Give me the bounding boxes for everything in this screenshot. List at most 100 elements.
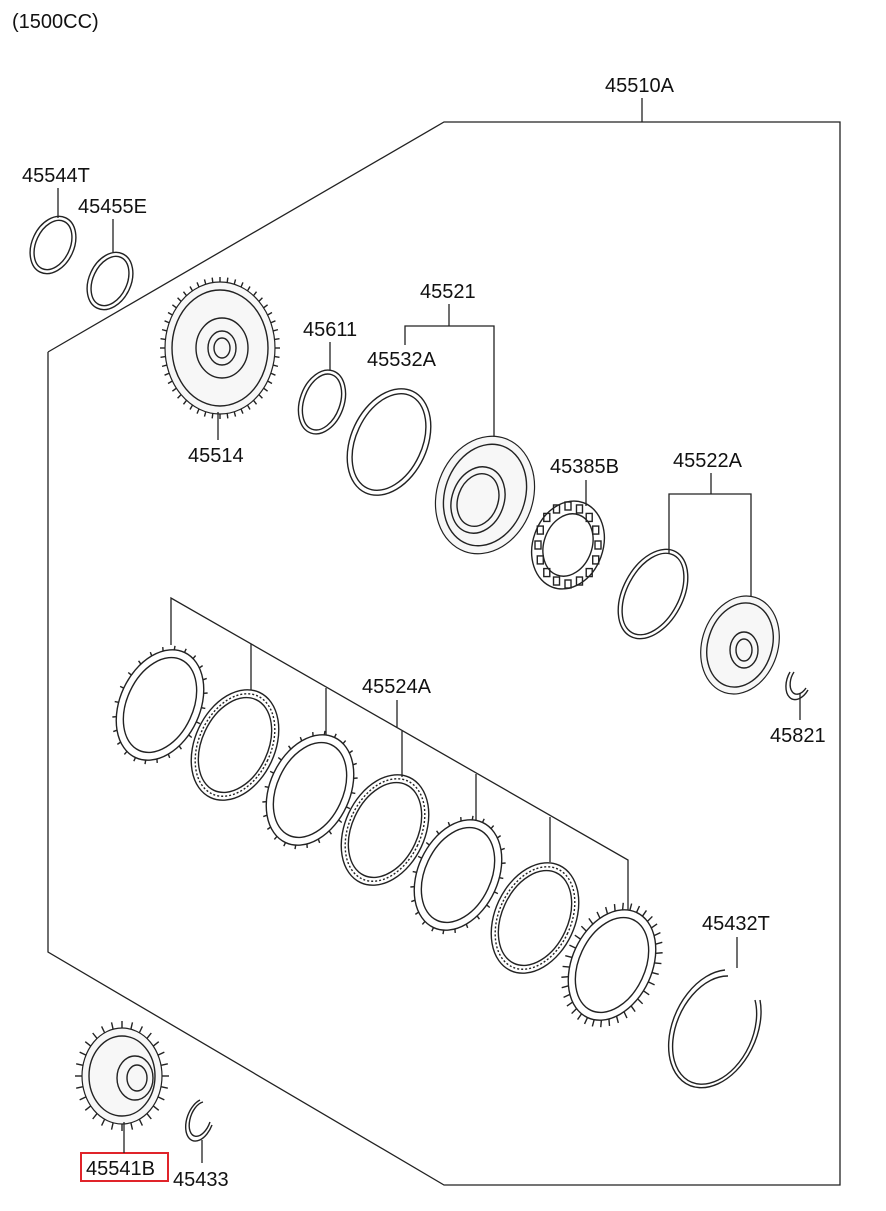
snap-ring-45432T	[667, 969, 762, 1089]
clutch-pack-45524A	[112, 645, 663, 1028]
disc-tooth	[630, 1005, 636, 1013]
snap-ring-45455E	[86, 251, 134, 311]
label-45524A[interactable]: 45524A	[362, 676, 432, 698]
disc-tooth	[114, 700, 119, 703]
gear-tooth	[84, 1105, 92, 1111]
disc-tooth	[183, 648, 187, 653]
disc-tooth	[604, 906, 609, 915]
disc-tooth	[195, 721, 201, 725]
disc-tooth	[563, 993, 571, 998]
disc-tooth	[629, 903, 633, 911]
disc-tooth	[198, 665, 204, 669]
gear-tooth	[92, 1032, 98, 1039]
gear-tooth	[100, 1026, 106, 1034]
drum-tooth	[161, 328, 168, 332]
label-45821[interactable]: 45821	[770, 725, 826, 747]
disc-tooth	[576, 1013, 583, 1020]
clutch-disc-inner	[122, 656, 198, 754]
disc-tooth	[127, 671, 132, 676]
drum-tooth	[267, 311, 273, 316]
disc-tooth	[635, 905, 641, 913]
gear-tooth	[130, 1022, 134, 1030]
drum-tooth	[274, 338, 280, 341]
disc-tooth	[591, 1019, 595, 1027]
disc-tooth	[471, 815, 474, 820]
disc-tooth	[561, 985, 569, 989]
snap-ring-45433	[184, 1099, 213, 1142]
disc-tooth	[264, 785, 269, 788]
disc-tooth	[112, 715, 117, 718]
label-45514[interactable]: 45514	[188, 445, 244, 467]
disc-tooth	[144, 760, 147, 765]
disc-tooth	[425, 841, 430, 846]
disc-tooth	[574, 934, 581, 940]
drum-tooth	[263, 304, 269, 309]
drum-tooth	[160, 355, 166, 358]
disc-tooth	[421, 920, 426, 925]
disc-tooth	[414, 911, 420, 915]
drum-tooth	[203, 411, 207, 417]
label-45433[interactable]: 45433	[173, 1169, 229, 1191]
drum-tooth	[182, 291, 188, 297]
drum-tooth	[270, 372, 276, 376]
label-45510A[interactable]: 45510A	[605, 75, 675, 97]
label-45521[interactable]: 45521	[420, 281, 476, 303]
disc-tooth	[646, 915, 653, 922]
disc-tooth	[178, 745, 183, 750]
disc-tooth	[637, 998, 644, 1005]
disc-tooth	[263, 814, 268, 818]
gear-tooth	[110, 1022, 114, 1030]
disc-tooth	[481, 818, 485, 823]
friction-lining	[494, 866, 576, 970]
label-45544T[interactable]: 45544T	[22, 165, 90, 187]
drum-tooth	[182, 399, 188, 405]
gear-tooth	[76, 1063, 84, 1067]
disc-tooth	[641, 910, 648, 917]
return-spring	[552, 576, 561, 586]
label-45611[interactable]: 45611	[303, 319, 357, 341]
drum-tooth	[171, 304, 177, 309]
drum-tooth	[189, 286, 194, 292]
label-45455E[interactable]: 45455E	[78, 196, 147, 218]
gear-tooth	[76, 1085, 84, 1089]
disc-tooth	[137, 660, 142, 665]
disc-tooth	[454, 928, 456, 934]
disc-tooth	[435, 830, 440, 835]
disc-tooth	[615, 1015, 620, 1024]
bracket-45522A	[668, 493, 752, 610]
disc-tooth	[655, 952, 663, 955]
piston-45521	[434, 435, 536, 555]
label-45385B[interactable]: 45385B	[550, 456, 619, 478]
gear-tooth	[130, 1122, 134, 1130]
disc-tooth	[352, 762, 357, 766]
snap-ring-45544T	[29, 215, 77, 275]
disc-tooth	[653, 932, 661, 937]
disc-tooth	[123, 750, 128, 755]
drum-tooth	[164, 372, 170, 376]
disc-tooth	[156, 758, 158, 764]
disc-tooth	[203, 692, 208, 695]
disc-tooth	[431, 927, 435, 932]
spring-retainer-45385B	[530, 500, 606, 590]
drum-tooth	[196, 282, 200, 288]
drum-tooth	[233, 279, 237, 285]
clutch-disc-inner	[420, 826, 496, 924]
disc-tooth	[417, 855, 423, 859]
label-45541B[interactable]: 45541B	[86, 1158, 155, 1180]
disc-tooth	[113, 729, 118, 733]
drum-tooth	[233, 411, 237, 417]
label-45432T[interactable]: 45432T	[702, 913, 770, 935]
disc-tooth	[269, 770, 275, 774]
gear-tooth	[138, 1026, 144, 1034]
disc-tooth	[338, 819, 343, 824]
label-45532A[interactable]: 45532A	[367, 349, 437, 371]
disc-tooth	[608, 1018, 611, 1027]
gear-tooth	[146, 1032, 152, 1039]
disc-tooth	[647, 981, 655, 986]
label-45522A[interactable]: 45522A	[673, 450, 743, 472]
disc-teeth	[410, 815, 506, 935]
disc-tooth	[565, 954, 573, 959]
ring-45522A	[617, 548, 689, 640]
disc-tooth	[294, 845, 297, 850]
return-spring	[592, 555, 600, 565]
